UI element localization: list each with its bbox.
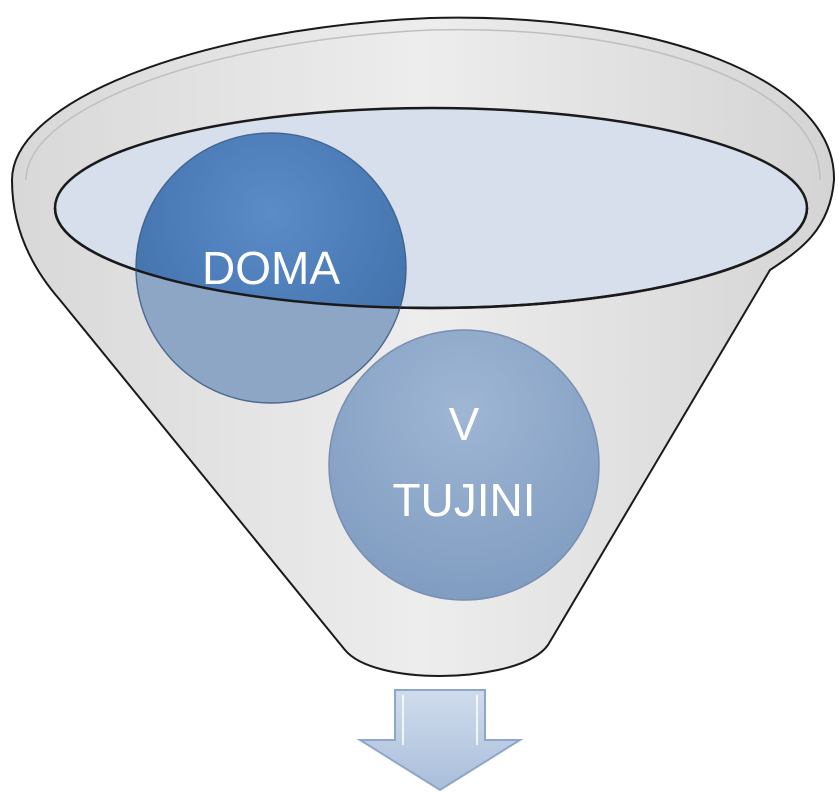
circle-doma-label: DOMA <box>202 242 340 294</box>
circle-v-tujini-label-line2: TUJINI <box>392 474 535 526</box>
circle-v-tujini: V TUJINI <box>328 329 600 601</box>
circle-doma-upper <box>136 133 406 308</box>
funnel-shell-highlight <box>25 28 821 181</box>
circle-v-tujini-label-line1: V <box>449 398 480 450</box>
output-arrow-down-icon <box>356 689 524 792</box>
circle-doma: DOMA <box>53 132 809 404</box>
circle-doma-outline <box>135 132 407 404</box>
rim-edge-over-circle <box>53 207 809 310</box>
circle-v-tujini-shape <box>328 329 600 601</box>
